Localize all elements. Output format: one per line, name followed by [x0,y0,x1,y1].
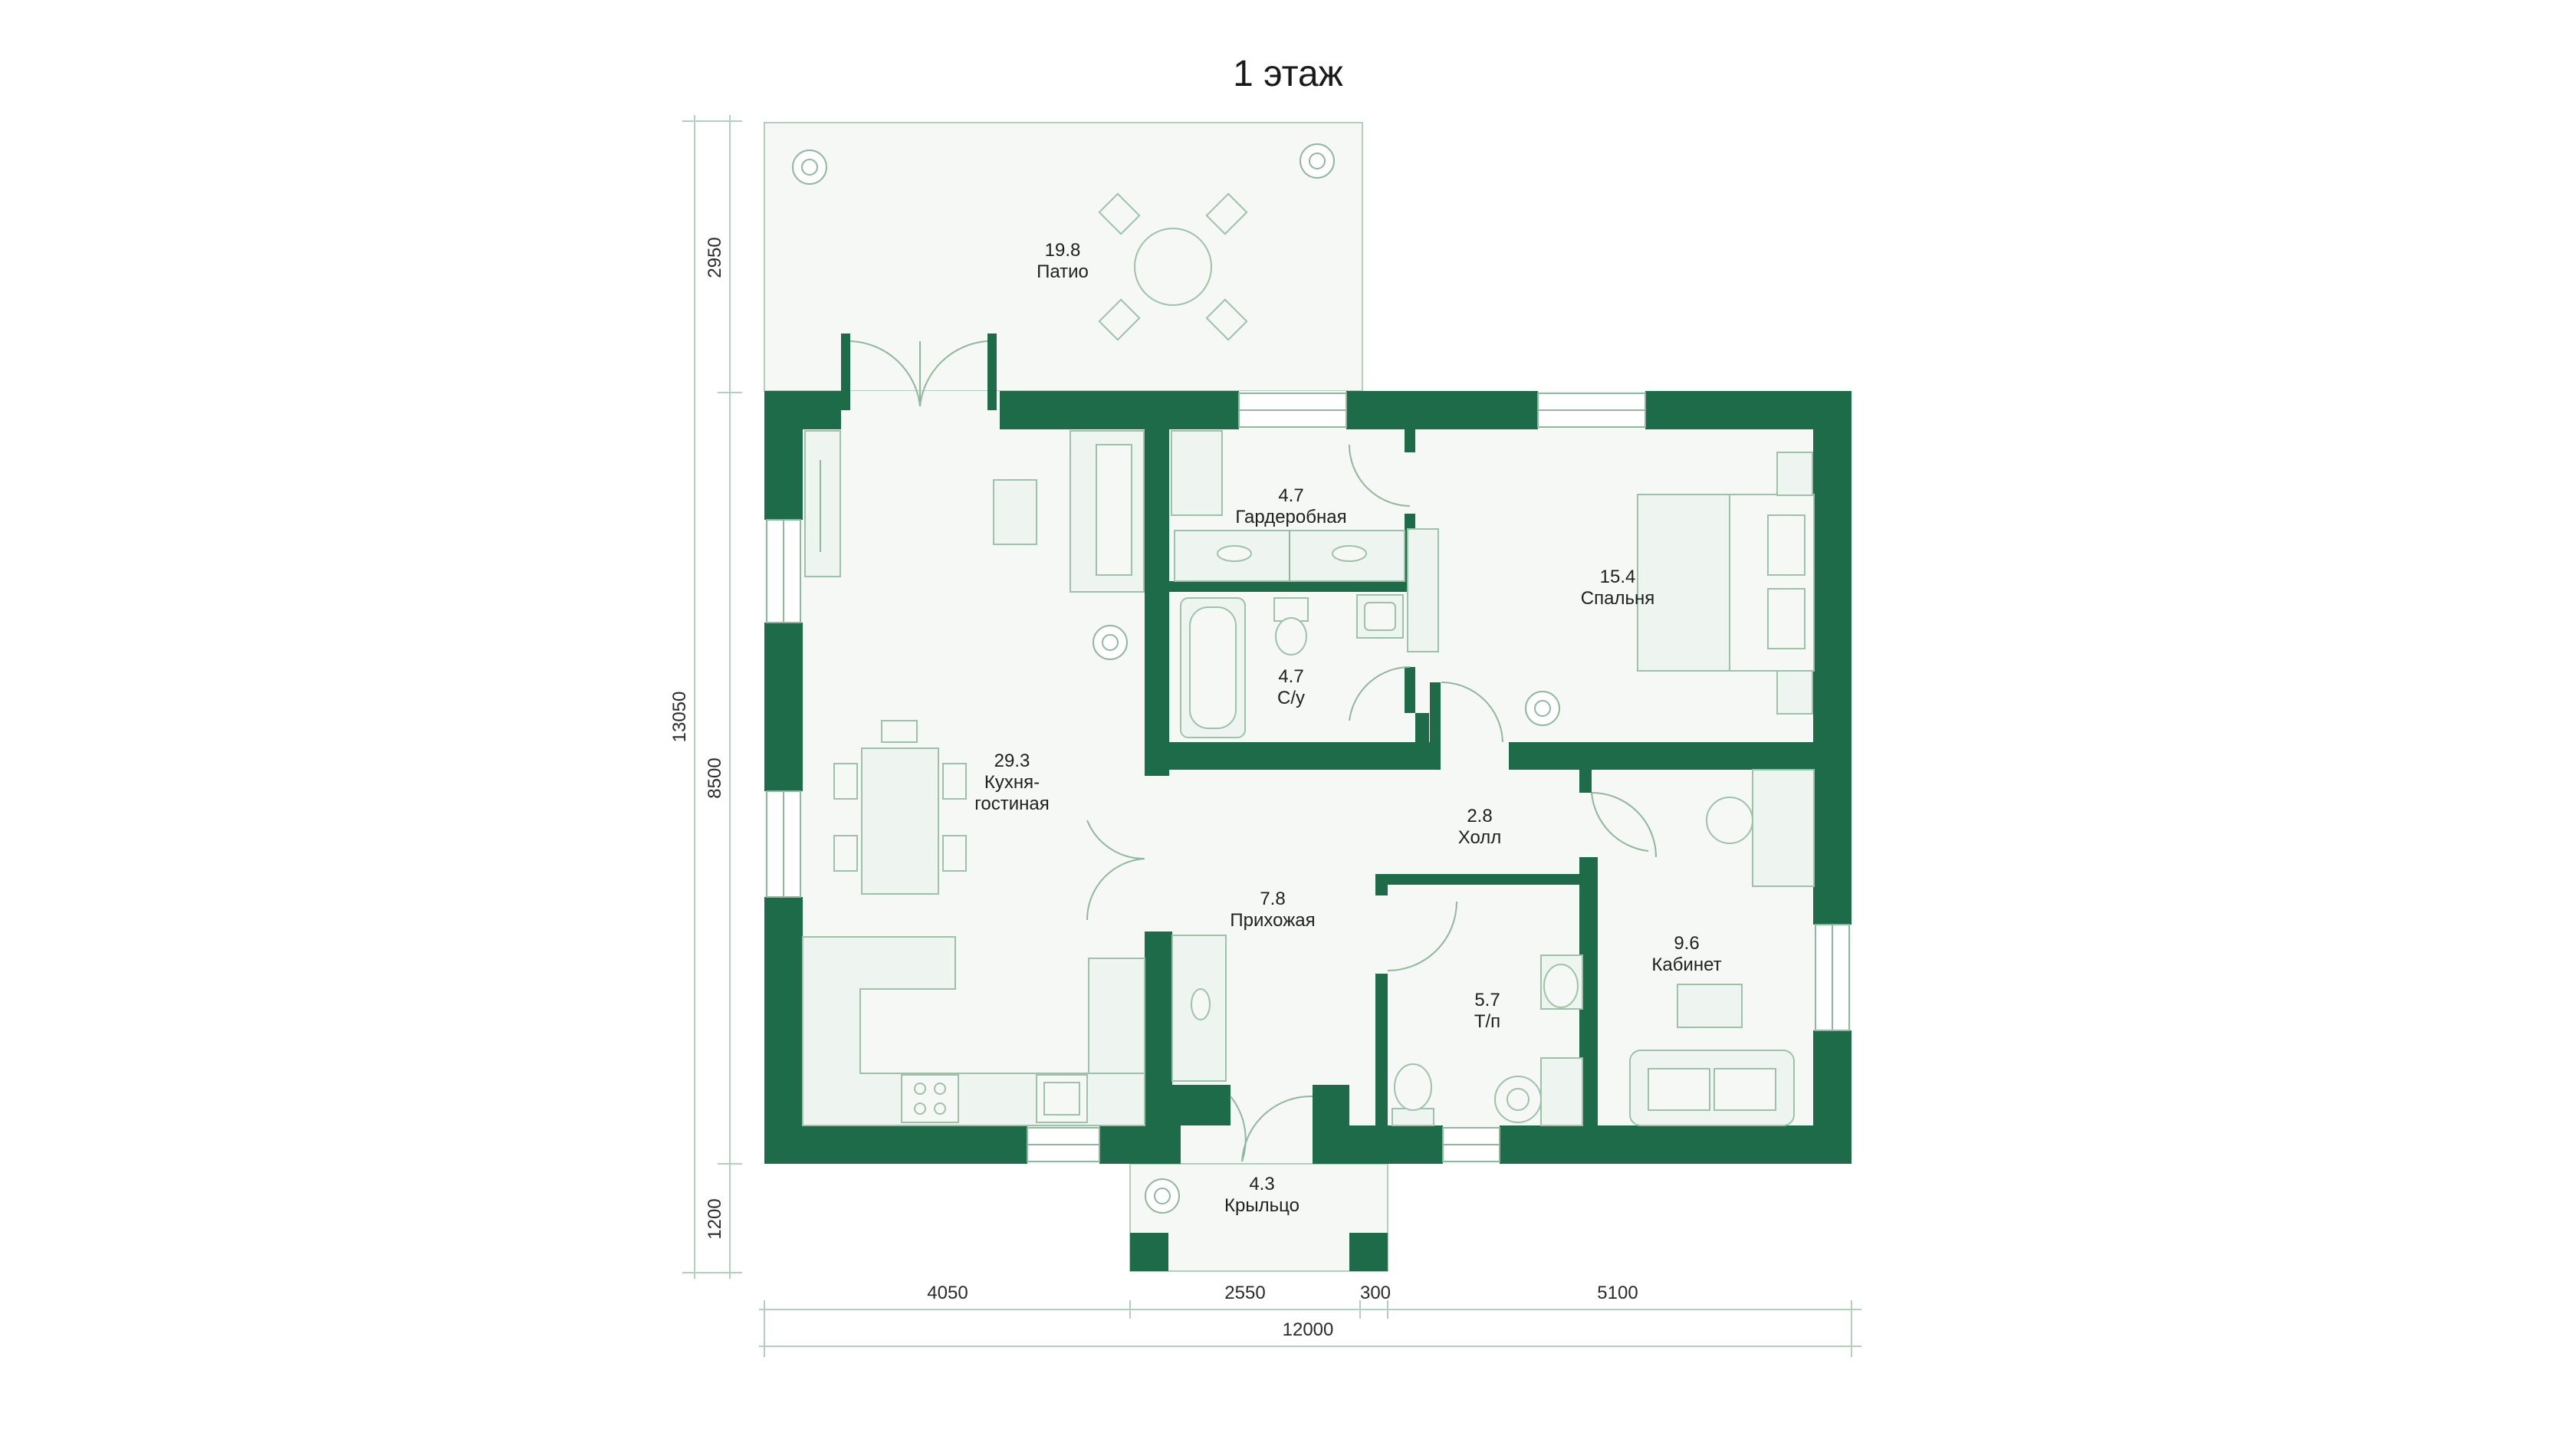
svg-text:Прихожая: Прихожая [1230,910,1315,931]
bathroom-furniture [1180,528,1439,738]
plan-title: 1 этаж [1233,54,1343,94]
dim-5100: 5100 [1597,1283,1638,1303]
room-label-toilet: 5.7 Т/п [1474,990,1500,1032]
dim-13050: 13050 [669,692,690,743]
svg-text:Патио: Патио [1037,261,1089,282]
toilet-furniture [1392,955,1583,1126]
room-label-wardrobe: 4.7 Гардеробная [1235,485,1346,527]
svg-text:гостиная: гостиная [974,794,1050,814]
svg-text:4.3: 4.3 [1249,1174,1274,1194]
bedroom-furniture [1637,452,1815,715]
kitchen-furniture [802,430,1145,1126]
windows [766,393,1850,1162]
svg-text:29.3: 29.3 [994,751,1030,771]
svg-text:15.4: 15.4 [1600,567,1636,587]
room-label-patio: 19.8 Патио [1037,240,1089,282]
dim-12000: 12000 [1283,1319,1334,1340]
svg-text:Кухня-: Кухня- [984,772,1040,793]
svg-text:2.8: 2.8 [1467,806,1492,826]
room-label-bathroom: 4.7 С/у [1277,666,1305,708]
room-label-bedroom: 15.4 Спальня [1581,567,1654,609]
interior-walls [1145,429,1813,1164]
dim-4050: 4050 [927,1283,968,1303]
room-label-kitchen: 29.3 Кухня- гостиная [974,751,1050,814]
doors [849,340,1657,1162]
room-label-entrance: 7.8 Прихожая [1230,889,1315,931]
room-label-office: 9.6 Кабинет [1651,933,1721,975]
svg-text:7.8: 7.8 [1260,889,1285,909]
svg-text:4.7: 4.7 [1278,666,1303,687]
svg-text:5.7: 5.7 [1474,990,1500,1010]
outer-walls [764,334,1852,1271]
wardrobe-furniture [1171,430,1405,582]
entrance-furniture [1171,935,1227,1082]
patio-furniture [1098,192,1248,341]
dim-2550: 2550 [1224,1283,1265,1303]
porch-floor [1129,1163,1388,1272]
svg-text:9.6: 9.6 [1674,933,1699,954]
svg-text:Крыльцо: Крыльцо [1224,1195,1300,1216]
svg-text:Кабинет: Кабинет [1651,955,1721,975]
office-furniture [1629,769,1815,1126]
dim-1200: 1200 [705,1198,725,1239]
room-label-porch: 4.3 Крыльцо [1224,1174,1300,1216]
svg-text:Гардеробная: Гардеробная [1235,507,1346,527]
room-label-hall: 2.8 Холл [1458,806,1502,848]
dim-300: 300 [1360,1283,1391,1303]
vertical-dimensions: 2950 8500 1200 13050 [669,115,742,1279]
svg-text:19.8: 19.8 [1045,240,1081,261]
svg-text:4.7: 4.7 [1278,485,1303,506]
svg-text:С/у: С/у [1277,688,1305,708]
horizontal-dimensions: 4050 2550 300 5100 12000 [759,1283,1861,1357]
dim-8500: 8500 [705,757,725,798]
svg-text:Спальня: Спальня [1581,588,1654,609]
svg-text:Холл: Холл [1458,827,1502,848]
dim-2950: 2950 [705,237,725,278]
plant-icons [792,143,1560,1214]
svg-text:Т/п: Т/п [1474,1011,1500,1032]
patio-floor [764,122,1363,392]
